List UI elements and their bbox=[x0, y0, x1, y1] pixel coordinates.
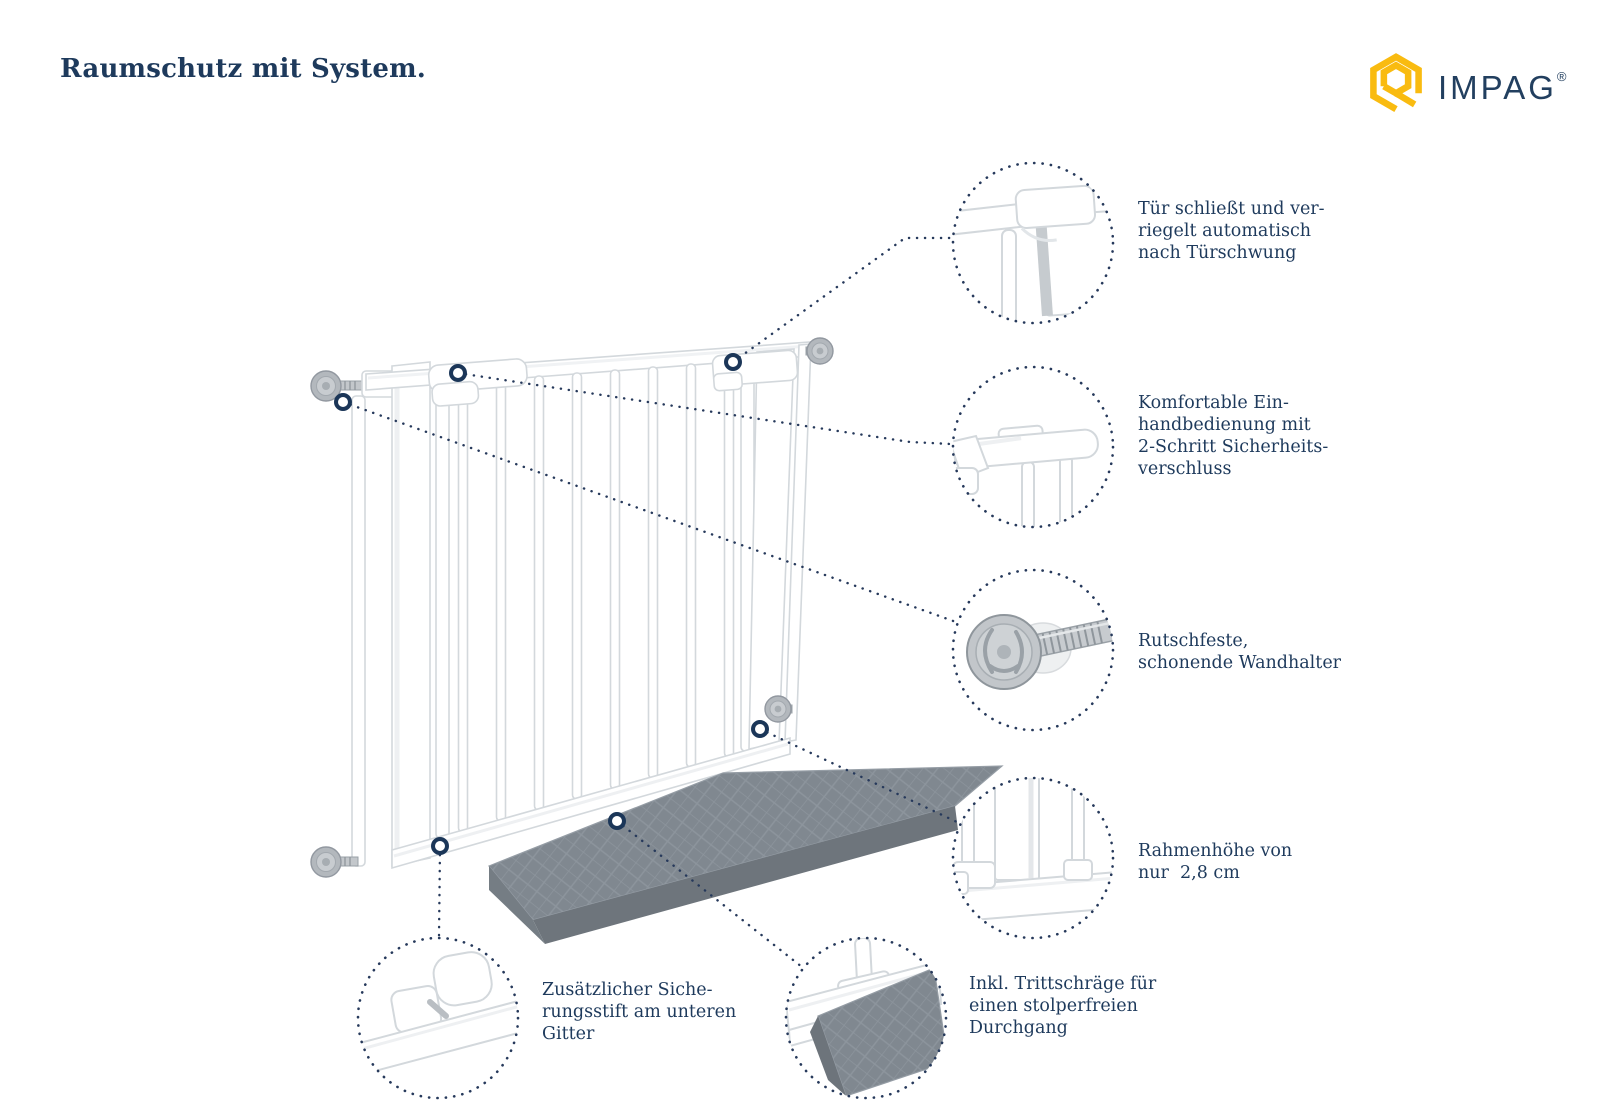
anchor-frame-height bbox=[751, 720, 769, 738]
brand-wordmark: IMPAG® bbox=[1438, 46, 1567, 119]
callout-line: riegelt automatisch bbox=[1138, 221, 1312, 241]
callout-line: Zusätzlicher Siche- bbox=[542, 980, 713, 1000]
gate-right-post bbox=[784, 343, 812, 743]
connector-frame-height bbox=[758, 727, 961, 825]
anchor-one-hand bbox=[449, 364, 467, 382]
wall-screw-top-left bbox=[310, 370, 363, 402]
connector-lines bbox=[341, 236, 961, 969]
callout-tread-ramp-text: Inkl. Trittschräge für einen stolperfrei… bbox=[969, 973, 1156, 1039]
detail-circle-wall-holder bbox=[951, 568, 1115, 732]
gate-left-panel bbox=[391, 361, 431, 867]
detail-circle-safety-pin bbox=[356, 936, 520, 1100]
connector-one-hand bbox=[456, 371, 953, 446]
connector-safety-pin bbox=[437, 845, 442, 938]
callout-line: Tür schließt und ver- bbox=[1138, 199, 1325, 219]
callout-line: handbedienung mit bbox=[1138, 415, 1311, 435]
hexagon-spiral-icon bbox=[1370, 52, 1422, 112]
callout-wall-holder-text: Rutschfeste, schonende Wandhalter bbox=[1138, 630, 1341, 674]
callout-frame-height-text: Rahmenhöhe von nur 2,8 cm bbox=[1138, 840, 1292, 884]
anchor-wall-holder bbox=[334, 393, 352, 411]
callout-line: nur 2,8 cm bbox=[1138, 863, 1240, 883]
wall-screw-bottom-right bbox=[764, 695, 793, 723]
callout-safety-pin-text: Zusätzlicher Siche- rungsstift am untere… bbox=[542, 979, 736, 1045]
door-left-stile bbox=[435, 383, 450, 839]
callout-line: Komfortable Ein- bbox=[1138, 393, 1289, 413]
detail-circle-tread-ramp bbox=[784, 936, 948, 1100]
wall-screw-top-right bbox=[805, 337, 834, 365]
safety-gate bbox=[310, 337, 834, 878]
anchor-markers bbox=[334, 353, 769, 855]
callout-line: rungsstift am unteren bbox=[542, 1002, 737, 1022]
callout-line: 2-Schritt Sicherheits- bbox=[1138, 437, 1329, 457]
connector-tread-ramp bbox=[615, 819, 804, 969]
page-title: Raumschutz mit System. bbox=[60, 54, 427, 84]
callout-line: schonende Wandhalter bbox=[1138, 653, 1342, 673]
detail-circle-one-hand bbox=[951, 365, 1115, 529]
callout-line: Rahmenhöhe von bbox=[1138, 841, 1293, 861]
callout-line: nach Türschwung bbox=[1138, 243, 1297, 263]
detail-circle-auto-close bbox=[951, 161, 1115, 325]
anchor-safety-pin bbox=[431, 837, 449, 855]
connector-auto-close bbox=[731, 236, 953, 364]
anchor-auto-close bbox=[724, 353, 742, 371]
gate-left-post bbox=[351, 395, 366, 867]
callout-line: Gitter bbox=[542, 1024, 595, 1044]
callout-line: Inkl. Trittschräge für bbox=[969, 974, 1157, 994]
wall-screw-bottom-left bbox=[310, 846, 359, 878]
detail-circle-frame-height bbox=[951, 776, 1115, 940]
gate-bars bbox=[457, 360, 735, 833]
callout-line: Durchgang bbox=[969, 1018, 1068, 1038]
callout-auto-close-text: Tür schließt und ver- riegelt automatisc… bbox=[1138, 198, 1325, 264]
registered-mark: ® bbox=[1556, 69, 1567, 84]
tread-ramp bbox=[488, 765, 1004, 944]
anchor-tread-ramp bbox=[608, 812, 626, 830]
callout-line: Rutschfeste, bbox=[1138, 631, 1249, 651]
callout-line: verschluss bbox=[1138, 459, 1232, 479]
callout-line: einen stolperfreien bbox=[969, 996, 1138, 1016]
brand-logo: IMPAG® bbox=[1368, 46, 1567, 119]
callout-one-hand-text: Komfortable Ein- handbedienung mit 2-Sch… bbox=[1138, 392, 1328, 480]
brand-name: IMPAG bbox=[1438, 69, 1557, 106]
